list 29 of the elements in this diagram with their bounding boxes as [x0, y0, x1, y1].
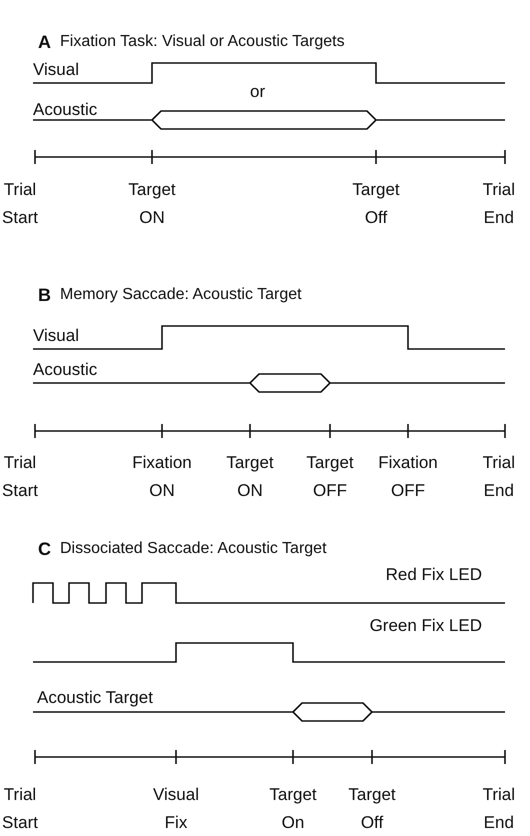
signal-label: Visual	[33, 325, 79, 347]
tick-label: Trial End	[482, 179, 515, 229]
signal-label: Green Fix LED	[368, 615, 482, 637]
signal-label: Red Fix LED	[384, 564, 482, 586]
tick-label: Trial Start	[2, 784, 38, 834]
tick-label: Target ON	[226, 452, 274, 502]
tick-label: Target OFF	[306, 452, 354, 502]
tick-label: Visual Fix	[153, 784, 199, 834]
signal-label: Acoustic	[33, 359, 98, 381]
tick-label: Target ON	[128, 179, 176, 229]
annotation-text: or	[250, 81, 266, 103]
signal-label: Visual	[33, 59, 79, 81]
panel-letter: B	[38, 284, 51, 307]
panel-letter: A	[38, 31, 51, 54]
panel-letter: C	[38, 538, 51, 561]
tick-label: Trial End	[482, 784, 515, 834]
panel-title: Fixation Task: Visual or Acoustic Targets	[60, 32, 345, 52]
tick-label: Fixation OFF	[378, 452, 438, 502]
panel-title: Dissociated Saccade: Acoustic Target	[60, 539, 327, 559]
panel-title: Memory Saccade: Acoustic Target	[60, 285, 302, 305]
tick-label: Target On	[269, 784, 317, 834]
tick-label: Trial Start	[2, 452, 38, 502]
tick-label: Fixation ON	[132, 452, 192, 502]
signal-label: Acoustic	[33, 99, 98, 121]
tick-label: Target Off	[348, 784, 396, 834]
tick-label: Trial End	[482, 452, 515, 502]
signal-label: Acoustic Target	[37, 687, 153, 709]
tick-label: Target Off	[352, 179, 400, 229]
tick-label: Trial Start	[2, 179, 38, 229]
